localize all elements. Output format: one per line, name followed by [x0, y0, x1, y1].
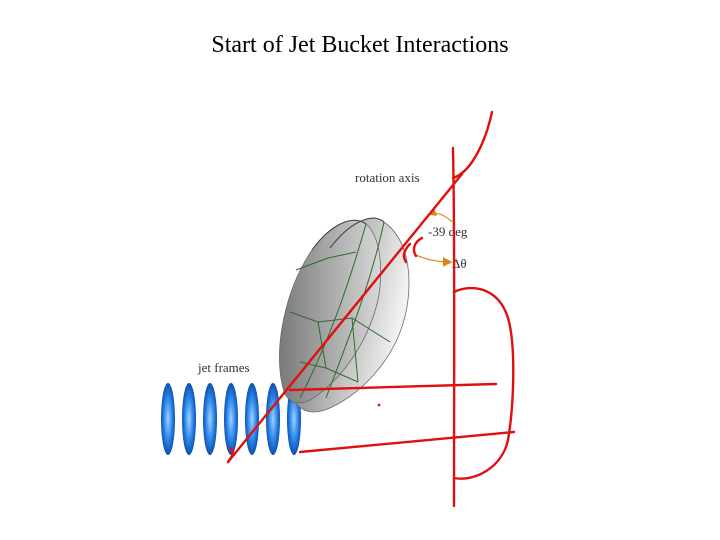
red-horizontal-line-lower	[298, 430, 516, 454]
jet-frame	[266, 383, 280, 455]
red-annotations	[226, 110, 516, 508]
slide-title: Start of Jet Bucket Interactions	[211, 32, 509, 58]
delta-theta-label: Δθ	[452, 256, 467, 271]
red-loop-right	[452, 286, 515, 480]
jet-frame	[245, 383, 259, 455]
red-tick-bottom	[226, 446, 235, 464]
jet-frame	[182, 383, 196, 455]
rotation-axis-label: rotation axis	[355, 170, 420, 185]
jet-frames-label: jet frames	[197, 360, 250, 375]
jet-frame	[203, 383, 217, 455]
red-tilted-axis-line	[226, 172, 464, 464]
red-vertical-line	[451, 146, 456, 508]
red-hook-left	[402, 242, 412, 264]
jet-frames	[161, 383, 301, 455]
red-curve-top	[451, 110, 494, 180]
angle-arc-arrow	[428, 208, 453, 223]
angle-label: -39 deg	[428, 224, 468, 239]
red-dot	[377, 403, 381, 407]
jet-frame	[161, 383, 175, 455]
delta-theta-arrow	[413, 253, 453, 267]
jet-frame	[224, 383, 238, 455]
red-horizontal-line-upper	[288, 382, 498, 392]
bucket	[279, 217, 410, 413]
red-hook-mid	[412, 236, 424, 258]
